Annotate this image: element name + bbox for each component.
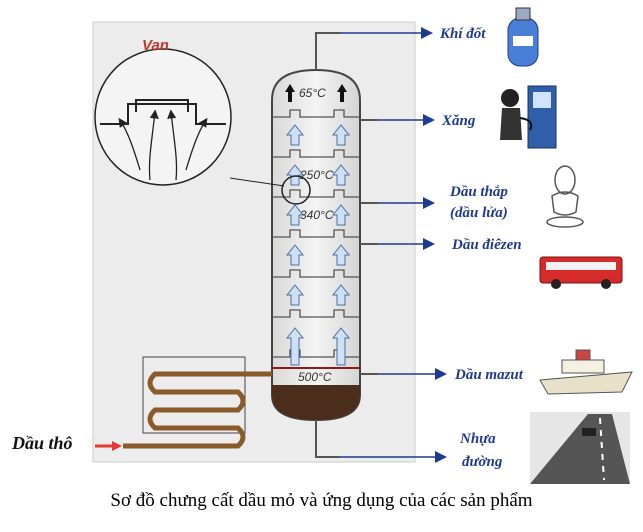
label-fuel-oil: Dầu mazut xyxy=(454,367,524,383)
label-kerosene-2: (dầu lửa) xyxy=(450,205,508,221)
ship-icon xyxy=(539,349,633,395)
road-icon xyxy=(530,412,630,484)
crude-oil-label: Dầu thô xyxy=(11,433,73,453)
heater-coil xyxy=(123,356,272,449)
gas-cylinder-icon xyxy=(507,7,539,67)
vapor-arrows xyxy=(285,124,351,366)
temp-top: 65°C xyxy=(299,86,326,100)
label-asphalt-2: đường xyxy=(462,454,503,470)
label-gas: Khí đốt xyxy=(439,26,486,42)
trays xyxy=(272,109,360,358)
temp-340: 340°C xyxy=(300,208,334,222)
bus-icon xyxy=(539,256,623,289)
label-asphalt-1: Nhựa xyxy=(459,431,496,447)
gas-pump-icon xyxy=(500,85,557,149)
distillation-diagram: 65°C 250°C 340°C 500°C Van Dầu thô xyxy=(11,7,633,484)
oil-lamp-icon xyxy=(546,165,584,228)
product-pipes xyxy=(315,32,378,458)
valve-detail xyxy=(94,48,285,187)
diagram-caption: Sơ đồ chưng cất dầu mỏ và ứng dụng của c… xyxy=(110,490,533,511)
valve-label: Van xyxy=(142,37,169,54)
product-arrows xyxy=(340,27,447,463)
distillation-column xyxy=(271,68,361,422)
valve-marker xyxy=(281,175,311,205)
label-kerosene-1: Dầu thắp xyxy=(449,184,508,200)
label-gasoline: Xăng xyxy=(441,113,476,129)
temp-bottom: 500°C xyxy=(298,370,332,384)
temp-250: 250°C xyxy=(299,168,334,182)
label-diesel: Dầu điêzen xyxy=(451,237,522,253)
